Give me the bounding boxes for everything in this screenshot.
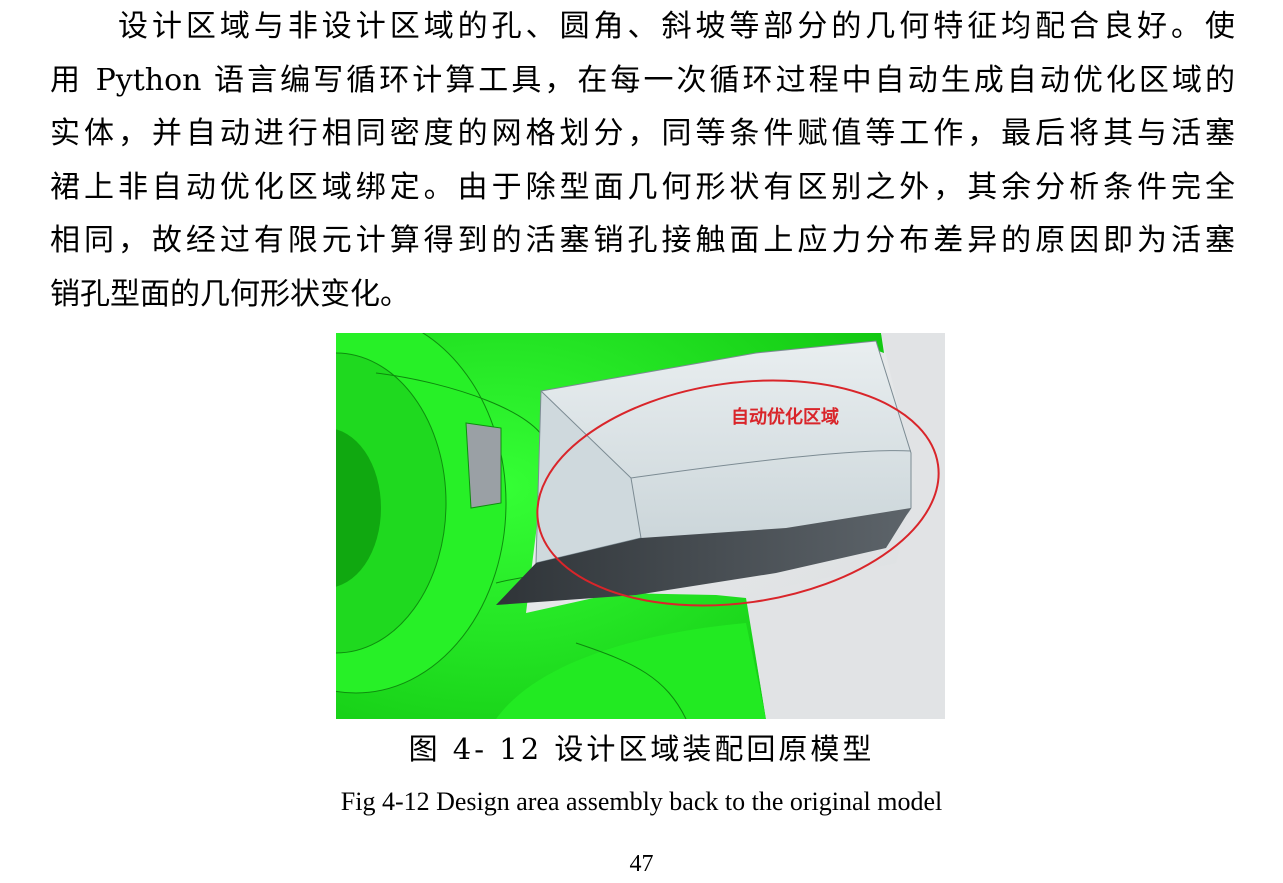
green-boss-inner: [336, 429, 381, 587]
body-line: 实体，并自动进行相同密度的网格划分，同等条件赋值等工作，最后将其与活塞: [50, 116, 1235, 151]
figure-caption-en: Fig 4-12 Design area assembly back to th…: [340, 787, 943, 816]
body-line: 设计区域与非设计区域的孔、圆角、斜坡等部分的几何特征均配合良好。使: [118, 9, 1235, 44]
body-line: 裙上非自动优化区域绑定。由于除型面几何形状有区别之外，其余分析条件完全: [50, 169, 1235, 205]
gray-floor: [746, 333, 945, 719]
annotation-label: 自动优化区域: [731, 406, 839, 428]
green-flange: [496, 623, 766, 719]
body-line: 销孔型面的几何形状变化。: [50, 276, 410, 312]
figure-caption-cn: 图 4- 12 设计区域装配回原模型: [408, 732, 875, 766]
optimized-block-side: [496, 508, 911, 605]
body-paragraph: 设计区域与非设计区域的孔、圆角、斜坡等部分的几何特征均配合良好。使 用 Pyth…: [50, 0, 1235, 321]
annotation-ellipse: [536, 379, 940, 607]
body-line: 用 Python 语言编写循环计算工具，在每一次循环过程中自动生成自动优化区域的: [50, 62, 1235, 98]
page-number: 47: [629, 851, 654, 877]
green-slot: [465, 422, 502, 509]
green-boss-ring: [336, 352, 447, 654]
figure-model-render: 自动优化区域: [336, 333, 945, 719]
body-line: 相同，故经过有限元计算得到的活塞销孔接触面上应力分布差异的原因即为活塞: [50, 223, 1235, 258]
